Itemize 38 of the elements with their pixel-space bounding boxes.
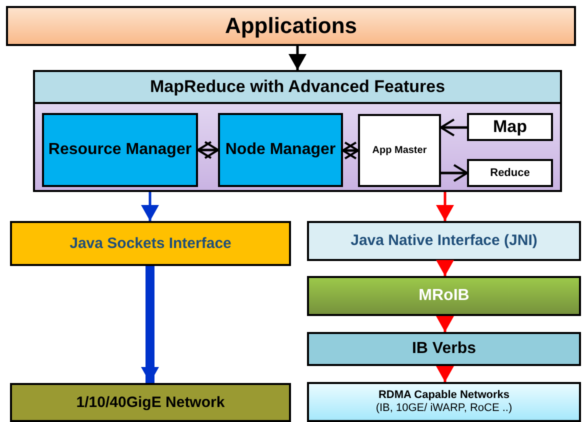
layer-box — [307, 276, 581, 316]
node-label: Reduce — [489, 166, 531, 180]
node-label: 1/10/40GigE Network — [75, 394, 226, 412]
node-label: Resource Manager — [47, 140, 193, 160]
arrow — [436, 316, 454, 332]
layer-box — [307, 332, 581, 366]
header-band: MapReduce with Advanced Features — [35, 72, 560, 104]
node-label: IB Verbs — [410, 340, 478, 358]
arrow — [440, 118, 467, 137]
network-box — [307, 382, 581, 422]
arrow — [141, 192, 159, 221]
arrow — [436, 192, 454, 221]
component-box — [42, 113, 198, 187]
task-box — [467, 159, 553, 187]
arrow — [436, 366, 454, 382]
node-label: App Master — [371, 144, 428, 156]
interface-box — [10, 221, 291, 266]
task-box — [467, 113, 553, 141]
node-label: Java Sockets Interface — [68, 234, 232, 252]
arrow — [441, 164, 468, 182]
component-box — [358, 114, 441, 187]
node-label: MRoIB — [418, 286, 470, 306]
interface-box — [307, 221, 581, 261]
arrow — [141, 266, 159, 383]
framework-container — [33, 70, 562, 192]
node-detail: (IB, 10GE/ iWARP, RoCE ..) — [374, 402, 514, 415]
arrow — [342, 141, 360, 160]
node-label: Map — [492, 117, 528, 137]
component-box — [218, 113, 343, 187]
node-label: RDMA Capable Networks — [377, 389, 510, 402]
arrow — [196, 140, 220, 160]
arrow — [288, 46, 306, 70]
layer-box — [6, 6, 576, 46]
node-label: Java Native Interface (JNI) — [350, 232, 538, 250]
network-box — [10, 383, 291, 422]
node-label: Node Manager — [224, 140, 337, 160]
arrow — [436, 260, 454, 276]
node-label: Applications — [224, 13, 358, 39]
